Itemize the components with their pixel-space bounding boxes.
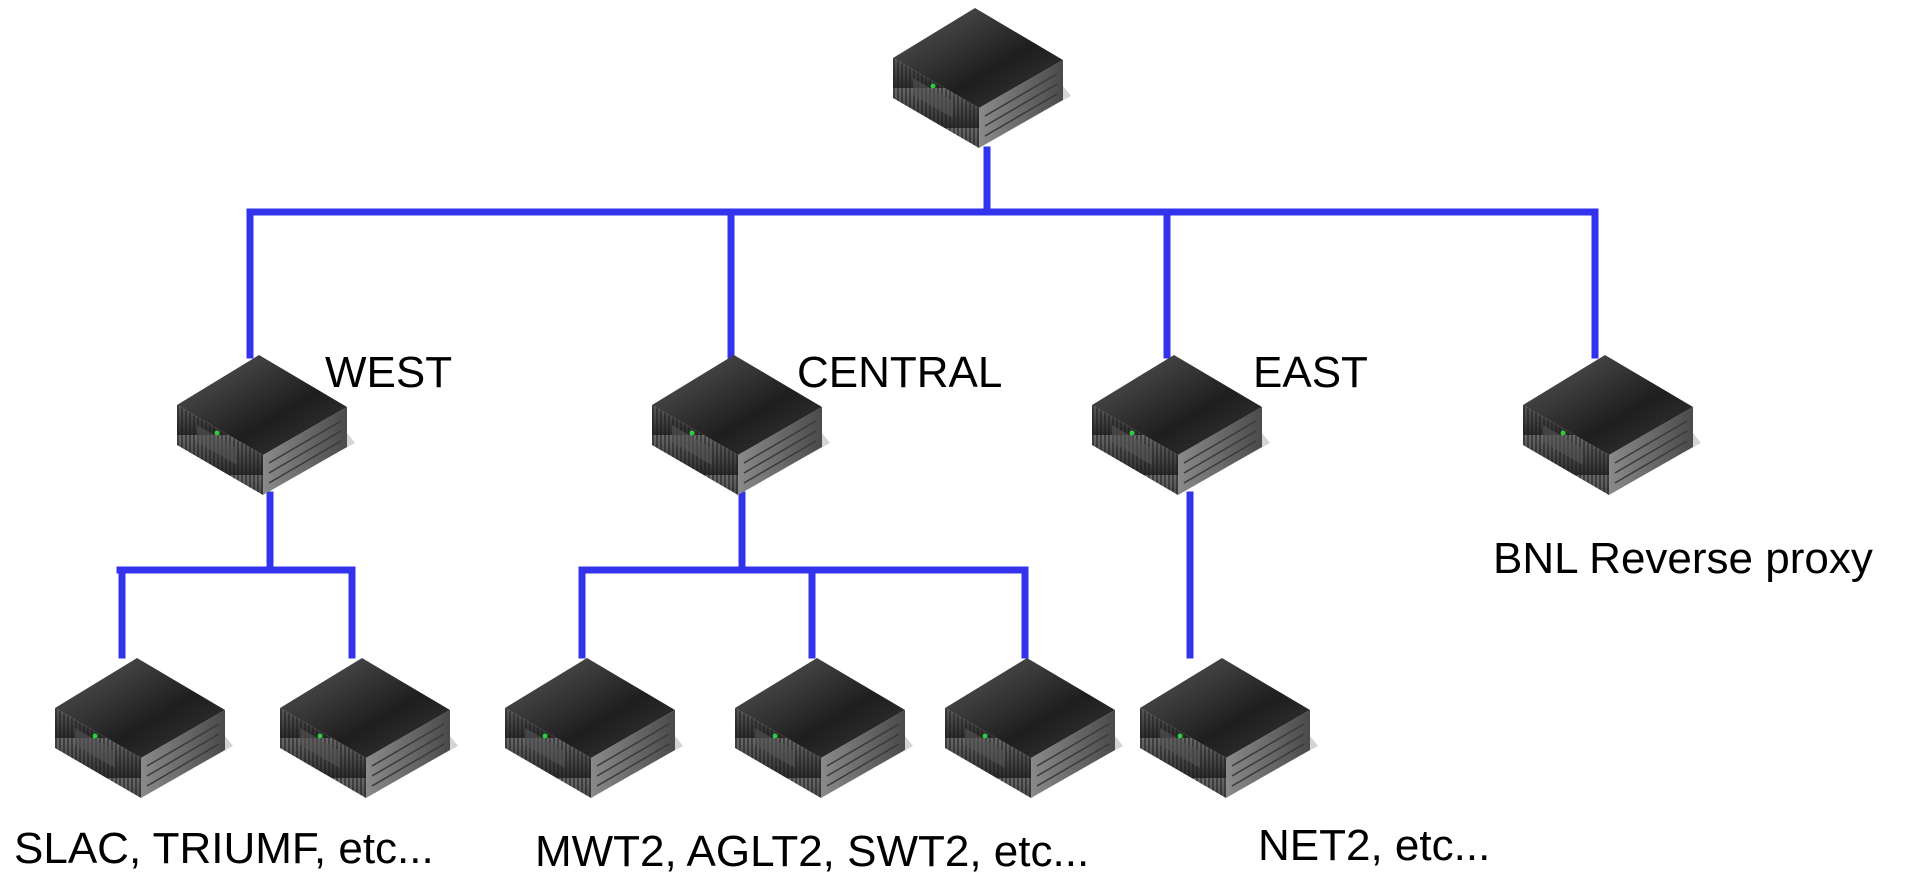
central-label: CENTRAL	[797, 348, 1002, 397]
server-icon	[1522, 354, 1702, 496]
central-leaves-label: MWT2, AGLT2, SWT2, etc...	[535, 827, 1089, 876]
server-icon	[944, 657, 1124, 799]
server-icon	[1139, 657, 1319, 799]
west-label: WEST	[325, 348, 452, 397]
servers	[54, 7, 1702, 799]
server-icon	[1091, 354, 1271, 496]
east-leaves-label: NET2, etc...	[1258, 821, 1490, 870]
server-icon	[892, 7, 1072, 149]
server-icon	[54, 657, 234, 799]
west-leaves-label: SLAC, TRIUMF, etc...	[14, 824, 434, 873]
bnl-label: BNL Reverse proxy	[1493, 534, 1873, 583]
server-icon	[279, 657, 459, 799]
east-label: EAST	[1253, 348, 1368, 397]
server-icon	[734, 657, 914, 799]
server-icon	[504, 657, 684, 799]
links	[116, 146, 1599, 659]
